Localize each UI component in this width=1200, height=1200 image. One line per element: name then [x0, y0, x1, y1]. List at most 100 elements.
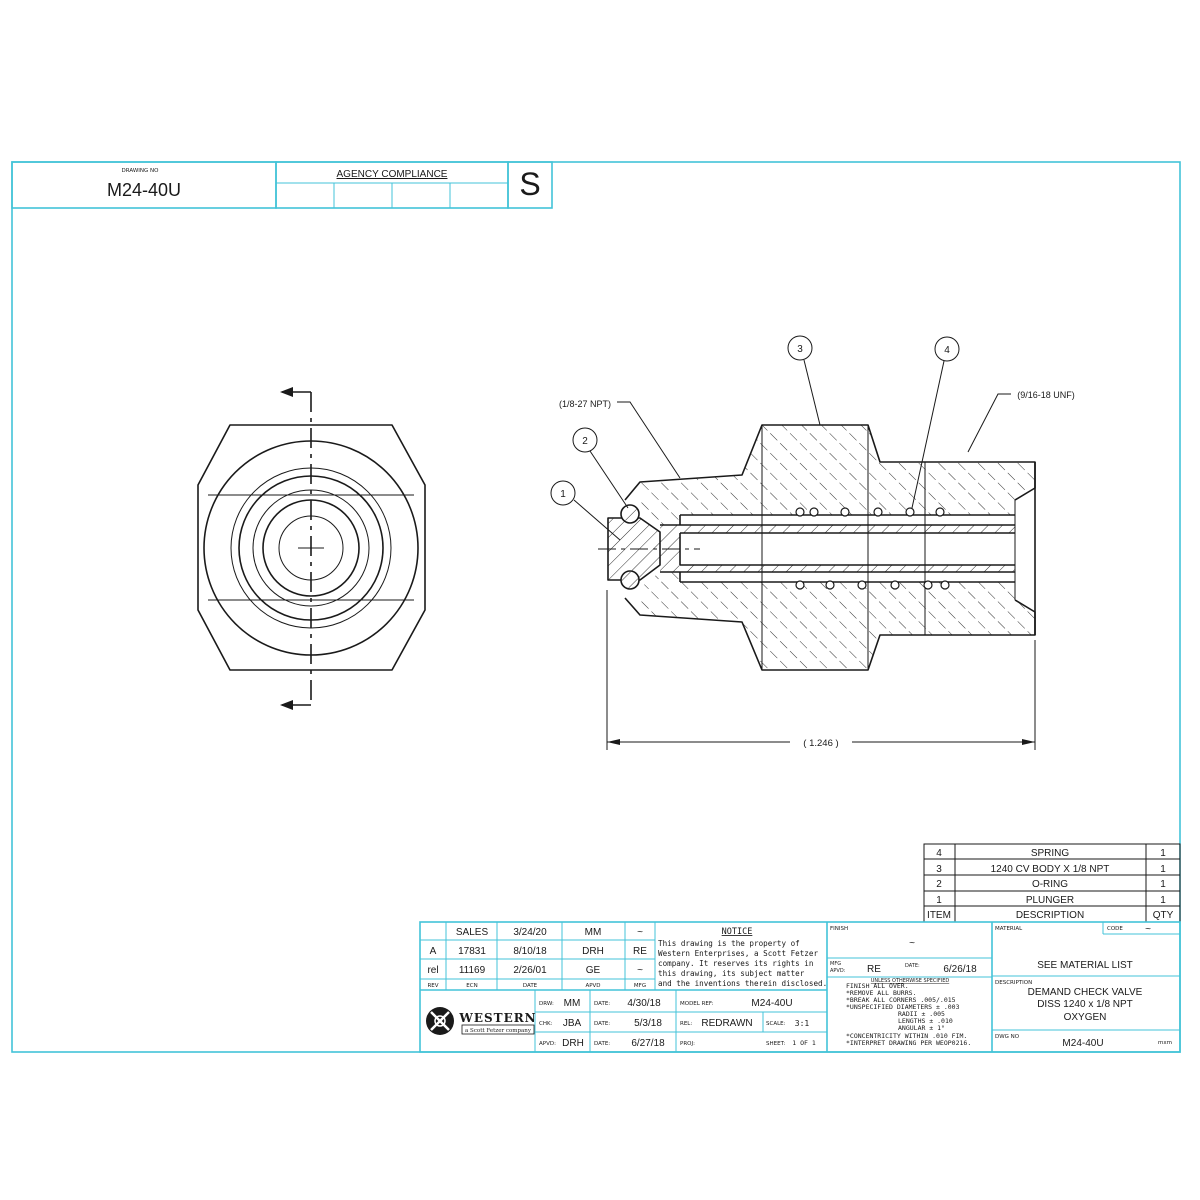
rev-row-1-ecn: SALES	[456, 927, 489, 938]
balloon-4: 4	[944, 345, 950, 356]
description-line-1: DEMAND CHECK VALVE	[1028, 987, 1143, 998]
rev-row-1-apvd: MM	[585, 927, 602, 938]
sheet-number: 1 OF 1	[792, 1039, 816, 1047]
rev-row-2-rev: A	[430, 946, 437, 957]
bom-row-1-description: SPRING	[1031, 848, 1070, 859]
rev-header-rev: REV	[427, 983, 438, 989]
checked-date: 5/3/18	[634, 1018, 662, 1029]
balloon-1: 1	[560, 489, 566, 500]
scale: 3:1	[795, 1019, 810, 1028]
proj-label: PROJ:	[680, 1041, 695, 1047]
rev-row-2-date: 8/10/18	[513, 946, 547, 957]
rev-header-date: DATE	[523, 983, 538, 989]
bom-row-4-description: PLUNGER	[1026, 895, 1074, 906]
rev-row-1-mfg: ~	[637, 927, 643, 938]
rev-row-3-mfg: ~	[637, 965, 643, 976]
rev-header-ecn: ECN	[466, 983, 477, 989]
rev-row-2-ecn: 17831	[458, 946, 486, 957]
drawing-number: M24-40U	[107, 180, 181, 200]
rel-label: REL:	[680, 1021, 692, 1027]
finish-apvd-label: APVD:	[830, 968, 846, 974]
drw-date-label: DATE:	[594, 1001, 610, 1007]
bom-row-1-item: 4	[936, 848, 942, 859]
western-logo-icon	[426, 1007, 454, 1035]
bom-row-1-qty: 1	[1160, 848, 1166, 859]
checked-by: JBA	[563, 1018, 582, 1029]
description-line-3: OXYGEN	[1064, 1012, 1107, 1023]
finish-date: 6/26/18	[943, 964, 977, 975]
rev-row-3-rev: rel	[427, 965, 438, 976]
bom-header-description: DESCRIPTION	[1016, 910, 1084, 921]
drawn-by: MM	[564, 998, 581, 1009]
drawn-date: 4/30/18	[627, 998, 661, 1009]
notice-line-1: This drawing is the property of	[658, 939, 800, 948]
drw-label: DRW:	[539, 1001, 554, 1007]
description-line-2: DISS 1240 x 1/8 NPT	[1037, 999, 1133, 1010]
tolerance-note-9: *INTERPRET DRAWING PER WEOP0216.	[846, 1039, 971, 1047]
notice-title: NOTICE	[722, 927, 753, 937]
finish-label: FINISH	[830, 926, 848, 932]
chk-date-label: DATE:	[594, 1021, 610, 1027]
thread-callout-unf: (9/16-18 UNF)	[1017, 390, 1075, 400]
rev-row-3-apvd: GE	[586, 965, 601, 976]
rev-row-2-mfg: RE	[633, 946, 647, 957]
top-title-strip: DRAWING NO M24-40U AGENCY COMPLIANCE S	[11, 161, 553, 209]
tolerance-note-8: *CONCENTRICITY WITHIN .010 FIM.	[846, 1032, 967, 1040]
notice-line-5: and the inventions therein disclosed.	[658, 979, 827, 988]
tolerance-note-7: ANGULAR ± 1°	[898, 1024, 945, 1032]
sheet-label: SHEET:	[766, 1041, 785, 1047]
balloon-2: 2	[582, 436, 588, 447]
agency-mark: S	[519, 166, 540, 202]
finish-value: ~	[909, 938, 915, 949]
material-label: MATERIAL	[995, 926, 1023, 932]
title-block: SALES 3/24/20 MM ~ A 17831 8/10/18 DRH R…	[419, 921, 1181, 1053]
bill-of-materials: 4 SPRING 1 3 1240 CV BODY X 1/8 NPT 1 2 …	[923, 843, 1181, 923]
bom-row-3-description: O-RING	[1032, 879, 1068, 890]
bom-header-qty: QTY	[1153, 910, 1174, 921]
rev-header-mfg: MFG	[634, 983, 646, 989]
bom-row-4-qty: 1	[1160, 895, 1166, 906]
unless-specified-label: UNLESS OTHERWISE SPECIFIED	[871, 978, 950, 984]
dwg-no: M24-40U	[1062, 1038, 1103, 1049]
tolerance-note-2: *REMOVE ALL BURRS.	[846, 989, 916, 997]
rev-row-3-ecn: 11169	[459, 965, 486, 976]
model-ref: M24-40U	[751, 998, 792, 1009]
bom-row-2-description: 1240 CV BODY X 1/8 NPT	[991, 864, 1110, 875]
notice-line-2: Western Enterprises, a Scott Fetzer	[658, 949, 818, 958]
finish-date-label: DATE:	[905, 963, 920, 969]
approved-by: DRH	[562, 1038, 584, 1049]
tolerance-note-5: RADII ± .005	[898, 1010, 945, 1018]
drawing-no-label: DRAWING NO	[122, 168, 160, 174]
overall-length-dimension: ( 1.246 )	[803, 738, 838, 749]
approved-date: 6/27/18	[631, 1038, 665, 1049]
bom-row-3-item: 2	[936, 879, 942, 890]
thread-callout-npt: (1/8-27 NPT)	[559, 399, 611, 409]
company-name: WESTERN	[458, 1011, 536, 1025]
code-label: CODE	[1107, 926, 1123, 932]
scale-label: SCALE:	[766, 1021, 786, 1027]
plunger	[607, 517, 661, 581]
chk-label: CHK:	[539, 1021, 553, 1027]
notice-line-3: company. It reserves its rights in	[658, 959, 813, 968]
finish-mfg-label: MFG	[830, 961, 841, 967]
tolerance-note-1: FINISH ALL OVER.	[846, 982, 909, 990]
drafter-initials: mxm	[1158, 1040, 1172, 1046]
bom-row-2-item: 3	[936, 864, 942, 875]
description-label: DESCRIPTION	[995, 980, 1032, 986]
end-view	[197, 387, 426, 710]
finish-mfg-apvd: RE	[867, 964, 881, 975]
bom-header-item: ITEM	[927, 910, 951, 921]
material-value: SEE MATERIAL LIST	[1037, 960, 1133, 971]
notice-line-4: this drawing, its subject matter	[658, 969, 805, 978]
rev-row-2-apvd: DRH	[582, 946, 604, 957]
hex-outline	[197, 424, 426, 671]
release: REDRAWN	[701, 1018, 752, 1029]
balloon-3: 3	[797, 344, 803, 355]
rev-row-3-date: 2/26/01	[513, 965, 547, 976]
bom-row-4-item: 1	[936, 895, 942, 906]
bom-row-3-qty: 1	[1160, 879, 1166, 890]
dwg-no-label: DWG NO	[995, 1034, 1020, 1040]
apvd-label: APVD:	[539, 1041, 556, 1047]
rev-header-apvd: APVD	[585, 983, 600, 989]
